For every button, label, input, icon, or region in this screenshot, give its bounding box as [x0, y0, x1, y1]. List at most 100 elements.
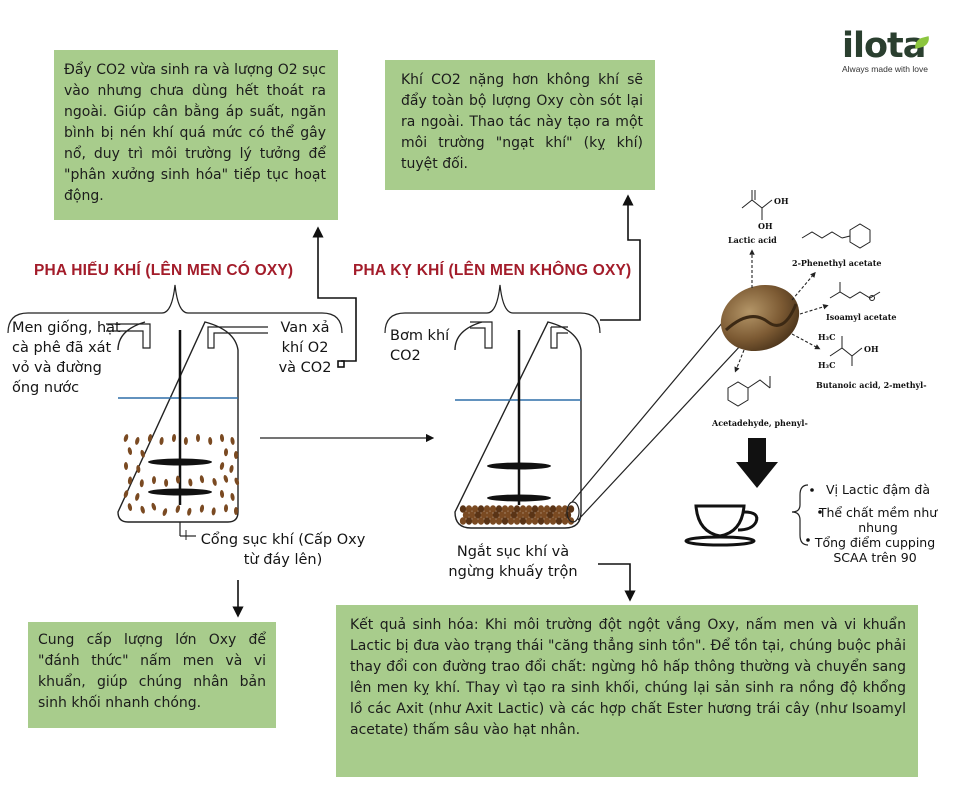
bean: [465, 517, 473, 525]
bean: [549, 505, 557, 513]
bean: [567, 517, 575, 525]
bean: [519, 517, 527, 525]
bean: [555, 505, 563, 513]
bean: [510, 511, 518, 519]
bean: [223, 448, 229, 457]
bean: [140, 449, 145, 458]
butanoic-oh: OH: [864, 344, 879, 354]
bean: [477, 517, 485, 525]
bean: [486, 511, 494, 519]
lactic-oh-bottom: OH: [758, 221, 773, 231]
bean: [528, 511, 536, 519]
bean: [561, 505, 569, 513]
bean: [543, 505, 551, 513]
bean: [483, 517, 491, 525]
bean: [151, 476, 157, 485]
bean: [127, 503, 133, 512]
bean: [195, 434, 201, 442]
bean: [123, 462, 129, 470]
bean: [546, 511, 554, 519]
bean: [127, 476, 133, 485]
bean: [139, 479, 144, 488]
bean: [147, 434, 153, 442]
compound-arrows: [734, 249, 829, 373]
bean: [164, 478, 169, 487]
result-velvety-body: Thể chất mềm như nhung: [818, 505, 938, 535]
bean: [465, 505, 473, 513]
logo-tagline: Always made with love: [842, 64, 928, 74]
compound-butanoic-label: Butanoic acid, 2-methyl-: [816, 380, 927, 390]
logo: ilota Always made with love: [842, 26, 942, 86]
phase-title-anaerobic: PHA KỴ KHÍ (LÊN MEN KHÔNG OXY): [353, 262, 632, 279]
bean: [135, 436, 140, 445]
label-air-port: Cổng sục khí (Cấp Oxy từ đáy lên): [200, 532, 366, 568]
butanoic-h3c-bottom: H₃C: [818, 360, 835, 370]
coffee-bean-icon: [720, 284, 800, 352]
bean: [489, 505, 497, 513]
label-seed-input: Men giống, hạt cà phê đã xát vỏ và đường…: [12, 320, 121, 396]
bean: [219, 462, 225, 470]
bean: [501, 505, 509, 513]
bean: [199, 475, 205, 484]
bean: [462, 511, 470, 519]
bean: [175, 475, 181, 484]
coffee-beans-floating: [123, 434, 240, 516]
bean: [208, 436, 213, 445]
bean: [471, 505, 479, 513]
molecule-isoamyl: [829, 282, 881, 301]
bean: [558, 511, 566, 519]
bean: [219, 490, 225, 498]
bean: [471, 517, 479, 525]
bean: [474, 511, 482, 519]
bean: [127, 447, 133, 456]
coffee-cup-icon: [684, 504, 759, 547]
bean: [561, 517, 569, 525]
bean: [234, 477, 240, 486]
bean: [516, 511, 524, 519]
bean: [489, 517, 497, 525]
info-box-pressure-release: Đẩy CO2 vừa sinh ra và lượng O2 sục vào …: [54, 50, 338, 220]
bean: [468, 511, 476, 519]
bean: [483, 505, 491, 513]
result-lactic-taste: Vị Lactic đậm đà: [825, 482, 931, 497]
bean: [549, 517, 557, 525]
bean: [212, 478, 217, 486]
bean: [501, 517, 509, 525]
bean: [480, 511, 488, 519]
bean: [513, 505, 521, 513]
bean: [495, 517, 503, 525]
bean: [162, 508, 168, 516]
bean: [199, 504, 205, 513]
bean: [567, 505, 575, 513]
info-box-co2-purge: Khí CO2 nặng hơn không khí sẽ đẩy toàn b…: [385, 60, 655, 190]
bean: [151, 502, 157, 511]
bean: [564, 511, 572, 519]
compound-lactic-label: Lactic acid: [728, 235, 777, 245]
bean: [159, 436, 164, 445]
bean: [537, 517, 545, 525]
bean: [507, 505, 515, 513]
bean: [187, 507, 192, 516]
bean: [223, 504, 229, 513]
bean: [219, 434, 225, 442]
molecule-lactic: OH OH: [741, 190, 789, 231]
bean: [229, 464, 234, 473]
bean: [211, 507, 216, 516]
bean: [513, 517, 521, 525]
bean: [504, 511, 512, 519]
bean: [136, 464, 141, 473]
bean: [525, 505, 533, 513]
bean: [459, 517, 467, 525]
logo-wordmark: ilota: [842, 26, 926, 66]
result-cupping-score: Tổng điểm cupping SCAA trên 90: [814, 535, 936, 565]
bean: [140, 505, 145, 514]
molecule-butanoic: OH H₃C H₃C: [818, 332, 879, 370]
big-down-arrow-icon: [736, 438, 778, 488]
bean: [531, 505, 539, 513]
info-box-biochemical-result: Kết quả sinh hóa: Khi môi trường đột ngộ…: [336, 605, 918, 777]
compound-phenethyl-label: 2-Phenethyl acetate: [792, 258, 882, 268]
bean: [459, 505, 467, 513]
bean: [543, 517, 551, 525]
bean: [519, 505, 527, 513]
bean: [230, 492, 235, 501]
